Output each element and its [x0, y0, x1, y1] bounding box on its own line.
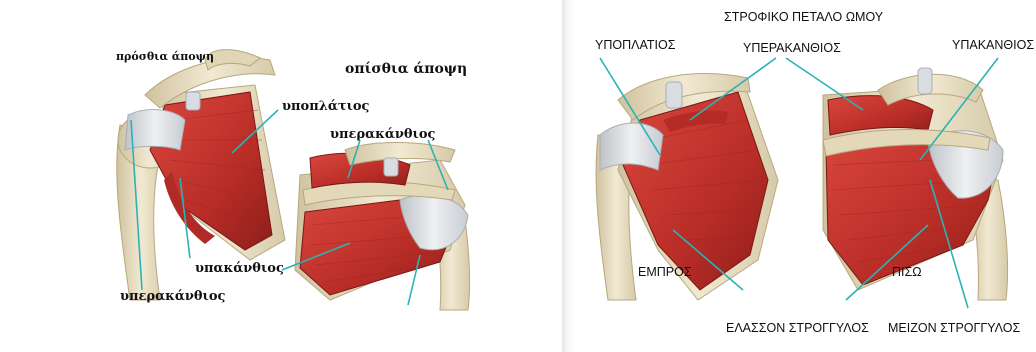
left-anatomy-panel: πρόσθια άποψη οπίσθια άποψη υποπλάτιος υ…	[0, 0, 560, 352]
subscapularis-label-right: ΥΠΟΠΛΑΤΙΟΣ	[595, 39, 675, 52]
rotator-cuff-title: ΣΤΡΟΦΙΚΟ ΠΕΤΑΛΟ ΩΜΟΥ	[724, 11, 883, 24]
posterior-view-label: οπίσθια άποψη	[345, 62, 467, 76]
front-label: ΕΜΠΡΟΣ	[638, 266, 692, 279]
supraspinatus-posterior-label: υπερακάνθιος	[330, 128, 435, 141]
infraspinatus-label-right: ΥΠΑΚΑΝΘΙΟΣ	[952, 39, 1034, 52]
supraspinatus-label-right: ΥΠΕΡΑΚΑΝΘΙΟΣ	[743, 42, 841, 55]
left-anatomy-illustration	[0, 0, 560, 352]
teres-minor-label: ΕΛΑΣΣΟΝ ΣΤΡΟΓΓΥΛΟΣ	[726, 322, 869, 335]
back-label: ΠΙΣΩ	[892, 266, 922, 279]
panel-divider	[562, 0, 576, 352]
supraspinatus-anterior-label: υπερακάνθιος	[120, 290, 225, 303]
anterior-view-label: πρόσθια άποψη	[116, 51, 214, 62]
teres-major-label: ΜΕΙΖΟΝ ΣΤΡΟΓΓΥΛΟΣ	[888, 322, 1020, 335]
subscapularis-label: υποπλάτιος	[282, 100, 369, 113]
infraspinatus-label: υπακάνθιος	[195, 262, 284, 275]
right-anatomy-panel: ΣΤΡΟΦΙΚΟ ΠΕΤΑΛΟ ΩΜΟΥ ΥΠΟΠΛΑΤΙΟΣ ΥΠΕΡΑΚΑΝ…	[578, 0, 1036, 352]
